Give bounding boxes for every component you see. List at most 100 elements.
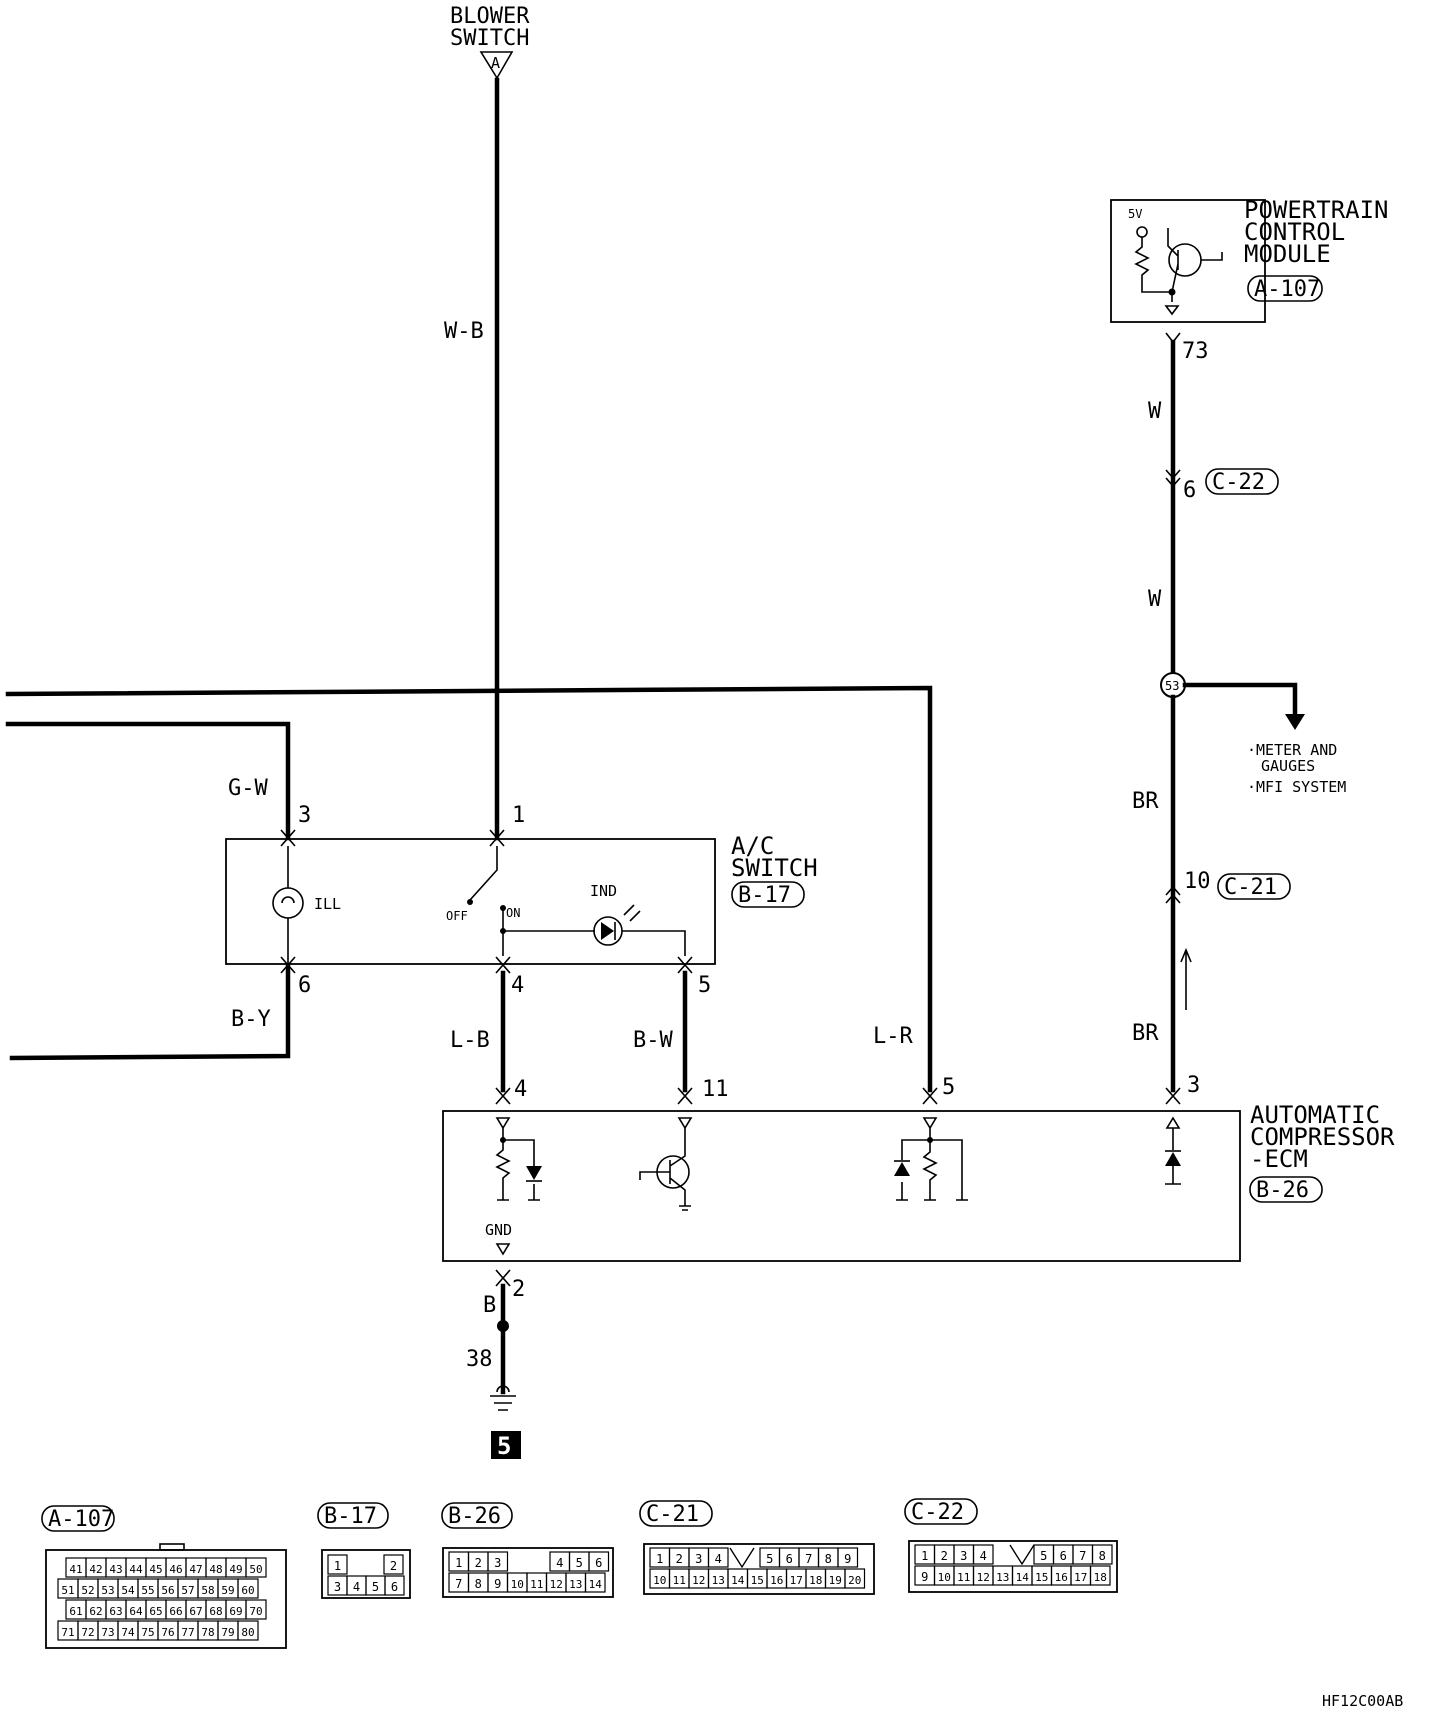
c21-label: C-21	[646, 1502, 699, 1527]
a107-pin-label: 45	[149, 1563, 162, 1576]
c21-junction-pin: 10	[1184, 869, 1211, 894]
c21-pin-label: 7	[805, 1552, 812, 1566]
destination-3: ·MFI SYSTEM	[1247, 778, 1346, 796]
b26-pin-label: 6	[595, 1556, 602, 1570]
b17-connector-body	[321, 1549, 411, 1599]
destination-1: ·METER AND	[1247, 741, 1337, 759]
c22-pin-label: 7	[1079, 1549, 1086, 1563]
b26-pin-label: 10	[511, 1578, 524, 1591]
c21-pin-label: 5	[766, 1552, 773, 1566]
ecm-pin3-input-icon	[1165, 1116, 1181, 1129]
c21-pin-label: 15	[751, 1574, 764, 1587]
a107-pin-label: 72	[81, 1626, 94, 1639]
pcm-connector: A-107	[1254, 277, 1320, 302]
ind-led-icon	[593, 916, 623, 946]
ac-switch-pin1: 1	[512, 803, 525, 828]
wire-w-lower-label: W	[1148, 587, 1162, 612]
a107-pin-label: 42	[89, 1563, 102, 1576]
b17-pin-label: 4	[353, 1580, 360, 1594]
c22-junction-connector: C-22	[1212, 470, 1265, 495]
pcm-box	[1110, 199, 1266, 323]
a107-pin-label: 64	[129, 1605, 143, 1618]
c21-junction-connector: C-21	[1224, 875, 1277, 900]
pcm-label-3: MODULE	[1244, 240, 1331, 268]
wire-wb-label: W-B	[444, 319, 484, 344]
a107-pin-label: 69	[229, 1605, 242, 1618]
b17-pin-cell	[383, 1554, 404, 1575]
a107-pin-cell	[245, 1557, 267, 1578]
wire-gw	[5, 721, 291, 841]
a107-pin-label: 46	[169, 1563, 182, 1576]
b26-pin-label: 12	[550, 1578, 563, 1591]
ecm-label-3: -ECM	[1250, 1145, 1308, 1173]
c21-pin-label: 20	[848, 1574, 861, 1587]
ground-index: 5	[497, 1432, 511, 1460]
c21-pin-label: 16	[770, 1574, 783, 1587]
b26-connector-body	[442, 1547, 614, 1598]
ecm-pin2-terminal-icon	[495, 1269, 511, 1287]
c22-pin-label: 10	[938, 1571, 951, 1584]
ecm-pin4-input-icon	[495, 1117, 511, 1130]
ac-switch-pin1-terminal-icon	[489, 829, 505, 847]
signal-direction-arrow-icon	[1180, 947, 1192, 1010]
a107-pin-label: 78	[201, 1626, 214, 1639]
blower-switch-connector: BLOWER SWITCH A	[450, 4, 530, 80]
ecm-pin4-node	[500, 1137, 506, 1143]
a107-pin-label: 57	[181, 1584, 194, 1597]
b26-pin-label: 1	[455, 1556, 462, 1570]
ac-switch-connector: B-17	[738, 883, 791, 908]
a107-pin-label: 55	[141, 1584, 154, 1597]
c21-pin-label: 18	[809, 1574, 822, 1587]
c22-label-badge	[904, 1498, 978, 1525]
pcm-node-dot	[1168, 288, 1176, 296]
figure-code: HF12C00AB	[1322, 1692, 1403, 1710]
a107-pin-label: 43	[109, 1563, 122, 1576]
b26-pin-cell	[487, 1551, 509, 1572]
c22-connector-body	[908, 1540, 1118, 1593]
ecm-pin4-diode-icon	[526, 1166, 542, 1180]
ecm-pin5-input-icon	[922, 1117, 938, 1130]
c22-label: C-22	[911, 1500, 964, 1525]
wire-b-label: B	[483, 1293, 496, 1318]
pcm-supply-icon	[1136, 226, 1148, 238]
a107-pin-label: 70	[249, 1605, 262, 1618]
ill-lamp-filament	[281, 896, 295, 904]
c22-pin-label: 5	[1040, 1549, 1047, 1563]
ac-switch-box	[225, 838, 716, 965]
wire-br-lower-label: BR	[1132, 1021, 1159, 1046]
c22-junction-pin: 6	[1183, 478, 1196, 503]
a107-label: A-107	[48, 1507, 114, 1532]
ground-symbol-icon	[490, 1385, 516, 1411]
wire-lb-label: L-B	[450, 1028, 490, 1053]
b26-pin-label: 3	[494, 1556, 501, 1570]
a107-pin-label: 60	[241, 1584, 254, 1597]
ecm-pin11-terminal-icon	[677, 1087, 693, 1105]
a107-pin-label: 53	[101, 1584, 114, 1597]
ecm-pin3-lead	[1165, 1128, 1181, 1185]
ecm-transistor-leads	[639, 1128, 691, 1211]
a107-pin-label: 56	[161, 1584, 174, 1597]
a107-pin-label: 52	[81, 1584, 94, 1597]
a107-pin-label: 44	[129, 1563, 143, 1576]
pcm-label-1: POWERTRAIN	[1244, 196, 1389, 224]
splice-id: 53	[1165, 679, 1179, 693]
c21-pin-label: 8	[825, 1552, 832, 1566]
b26-pin-label: 9	[494, 1577, 501, 1591]
b26-pin-label: 11	[530, 1578, 543, 1591]
wire-br-upper-label: BR	[1132, 789, 1159, 814]
b26-pin-cell	[584, 1572, 606, 1593]
a107-pin-label: 58	[201, 1584, 214, 1597]
c21-pin-label: 11	[673, 1574, 686, 1587]
a107-pin-label: 73	[101, 1626, 114, 1639]
c22-pin-cell	[1091, 1544, 1113, 1565]
a107-connector-latch	[159, 1543, 185, 1551]
ac-switch-pin3: 3	[298, 803, 311, 828]
switch-off-contact	[467, 899, 473, 905]
ecm-connector-badge	[1249, 1176, 1323, 1203]
c21-pin-cell	[844, 1568, 866, 1589]
ecm-label-2: COMPRESSOR	[1250, 1123, 1395, 1151]
blower-switch-pin: A	[491, 54, 500, 72]
wire-by-label: B-Y	[231, 1007, 271, 1032]
